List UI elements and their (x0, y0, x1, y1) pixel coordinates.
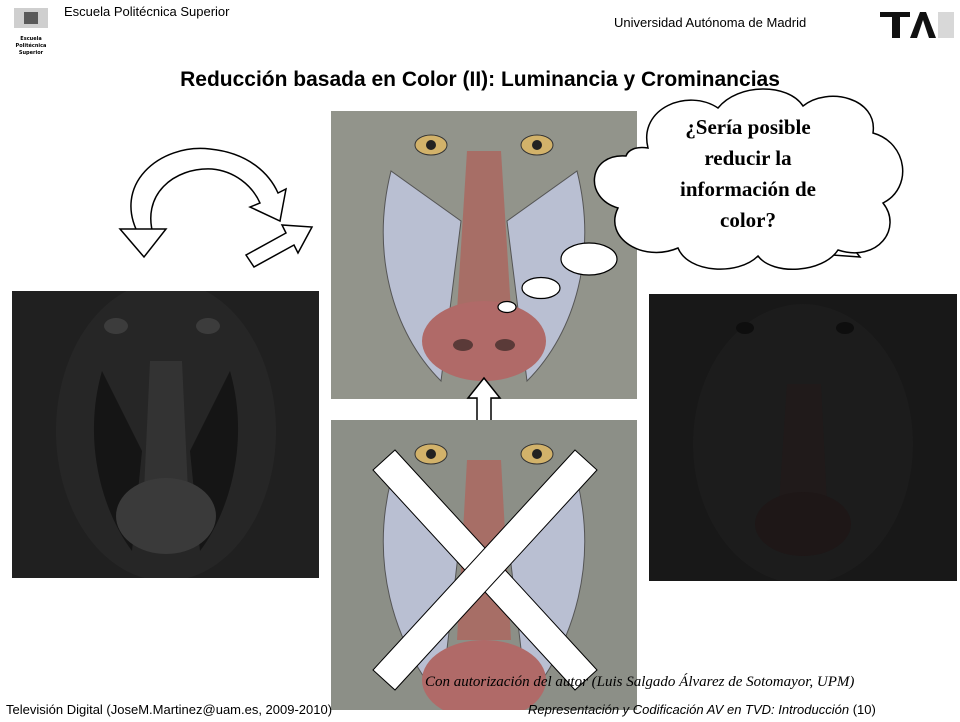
thought-bubble-medium-icon (520, 276, 562, 300)
svg-text:Escuela: Escuela (20, 36, 41, 42)
school-logo: Escuela Politécnica Superior (6, 6, 56, 60)
footer-right: Representación y Codificación AV en TVD:… (528, 702, 876, 717)
footer-left: Televisión Digital (JoseM.Martinez@uam.e… (6, 702, 332, 717)
image-credit: Con autorización del autor (Luis Salgado… (425, 674, 854, 691)
arrow-to-color-icon (240, 215, 320, 275)
cloud-line-1: ¿Sería posible (618, 112, 878, 143)
cloud-line-3: información de (618, 174, 878, 205)
svg-text:Superior: Superior (19, 50, 44, 56)
thought-cloud-text: ¿Sería posible reducir la información de… (618, 112, 878, 236)
cloud-line-4: color? (618, 205, 878, 236)
header-right-title: Universidad Autónoma de Madrid (614, 15, 806, 30)
svg-text:Politécnica: Politécnica (16, 42, 47, 49)
cross-out-icon (365, 440, 605, 700)
thought-bubble-small-icon (496, 300, 518, 314)
footer-course: Representación y Codificación AV en TVD:… (528, 702, 849, 717)
uam-logo (876, 8, 956, 42)
chroma-image (649, 294, 957, 581)
header-left-title: Escuela Politécnica Superior (64, 4, 229, 19)
cloud-line-2: reducir la (618, 143, 878, 174)
luminance-image (12, 291, 319, 578)
page-number: (10) (853, 702, 876, 717)
